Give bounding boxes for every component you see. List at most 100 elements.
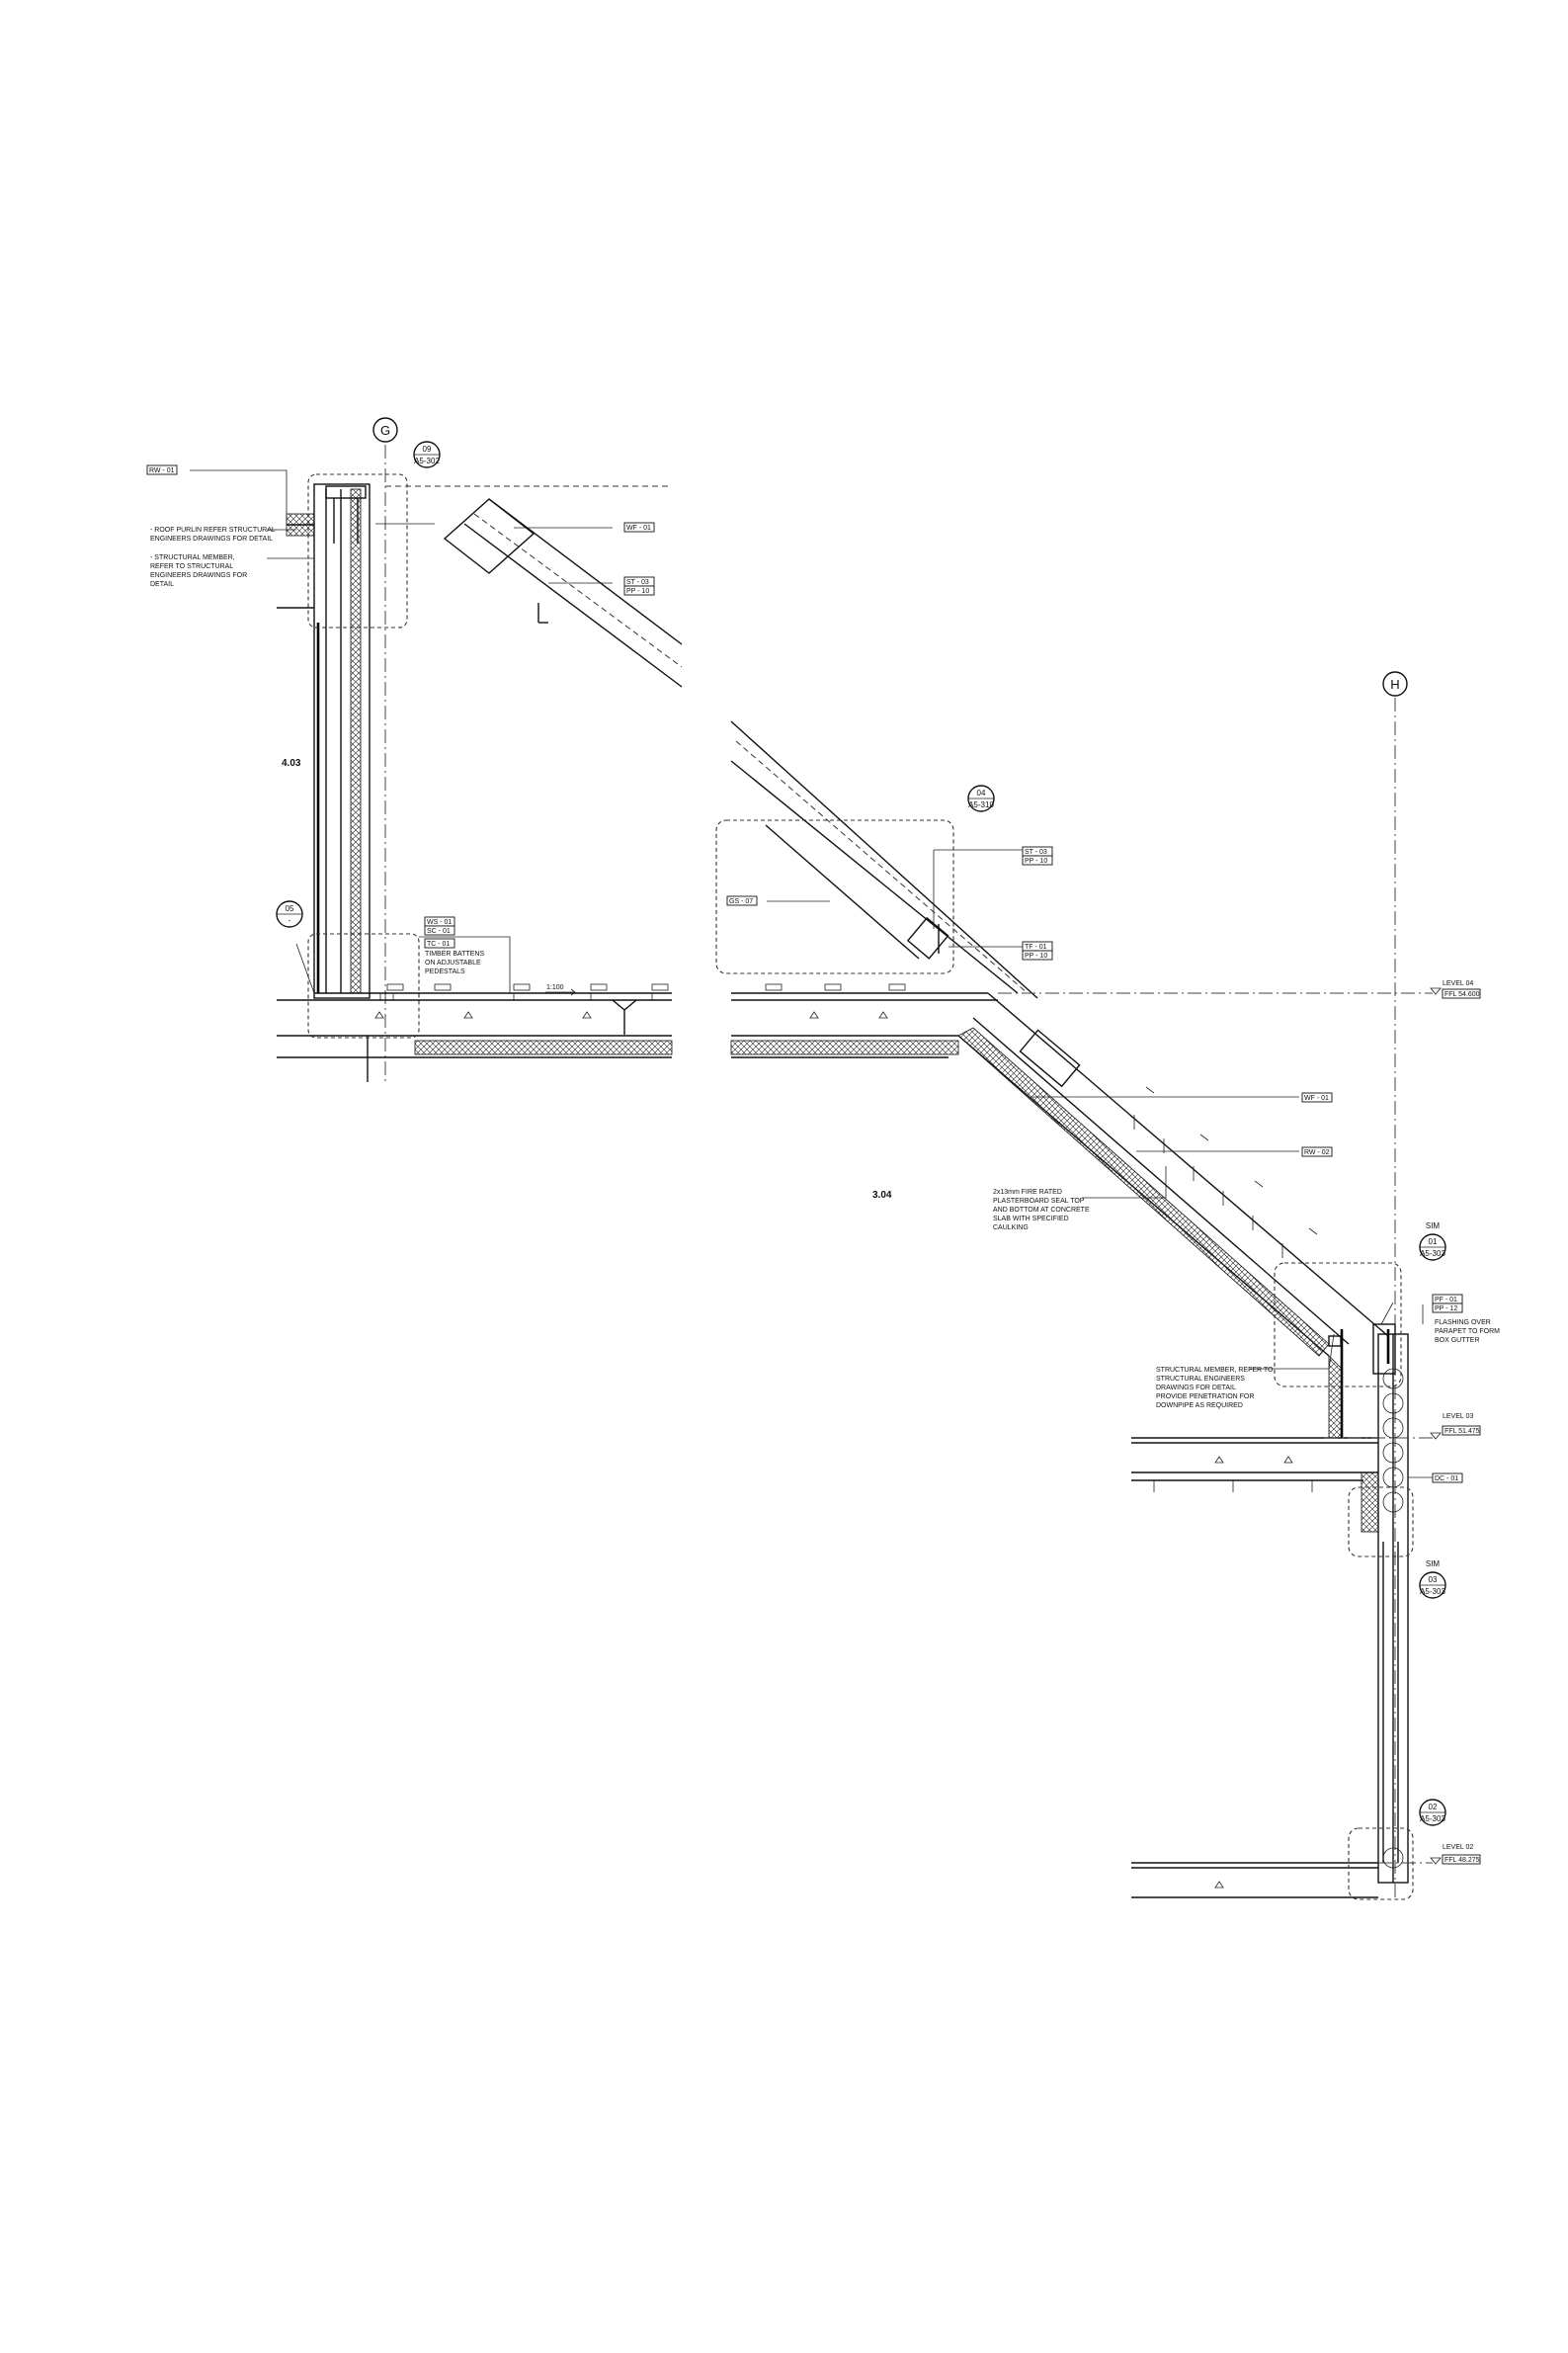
callout-01-prefix: SIM	[1426, 1221, 1441, 1230]
callout-09-number: 09	[423, 445, 432, 454]
tag-ws01[interactable]: WS - 01	[424, 916, 455, 927]
note-structural1-line1: - STRUCTURAL MEMBER,	[150, 554, 235, 561]
note-fall: 1:100	[545, 984, 577, 996]
note-purlin-line1: - ROOF PURLIN REFER STRUCTURAL	[150, 527, 276, 534]
note-structural1-line4: DETAIL	[150, 581, 174, 588]
tag-tf01-text: TF - 01	[1025, 944, 1047, 951]
level-marker-03: LEVEL 03 FFL 51.475	[1430, 1413, 1481, 1440]
leader-lines-right	[767, 849, 1433, 1478]
callout-01-sheet: A5-303	[1420, 1249, 1445, 1258]
callout-02-sheet: A5-303	[1420, 1814, 1445, 1823]
floor-slab-level02	[1131, 1862, 1378, 1898]
callout-03[interactable]: SIM 03 A5-303	[1419, 1559, 1446, 1599]
tag-pp10a-text: PP - 10	[626, 588, 649, 595]
tag-rw01-text: RW - 01	[149, 467, 175, 474]
tag-ws01-text: WS - 01	[427, 919, 452, 926]
grid-bubble-h: H	[1382, 671, 1408, 697]
note-battens-line2: ON ADJUSTABLE	[425, 960, 481, 966]
tag-pf01[interactable]: PF - 01	[1432, 1294, 1463, 1304]
callout-05-number: 05	[286, 904, 294, 913]
note-structural1-line3: ENGINEERS DRAWINGS FOR	[150, 572, 247, 579]
tag-wf01b-text: WF - 01	[1304, 1095, 1329, 1102]
note-structural2-line1: STRUCTURAL MEMBER, REFER TO	[1156, 1367, 1274, 1374]
callout-05[interactable]: 05 -	[276, 900, 303, 928]
room-label-403: 4.03	[282, 758, 301, 769]
tag-pp10b-text: PP - 10	[1025, 858, 1047, 865]
level-03-ffl: FFL 51.475	[1444, 1428, 1480, 1435]
note-battens-line3: PEDESTALS	[425, 968, 465, 975]
note-plasterboard: 2x13mm FIRE RATED PLASTERBOARD SEAL TOP …	[993, 1189, 1090, 1231]
tag-wf01-text: WF - 01	[626, 525, 651, 532]
right-wall	[1377, 1333, 1409, 1884]
note-flashing-line2: PARAPET TO FORM	[1435, 1328, 1500, 1335]
tag-pp10c[interactable]: PP - 10	[1022, 950, 1053, 961]
tag-pp10a[interactable]: PP - 10	[623, 585, 655, 596]
note-flashing: FLASHING OVER PARAPET TO FORM BOX GUTTER	[1435, 1319, 1500, 1344]
wall-assembly	[313, 483, 371, 999]
tag-dc01[interactable]: DC - 01	[1432, 1472, 1463, 1483]
tag-rw02-text: RW - 02	[1304, 1149, 1330, 1156]
tag-tc01[interactable]: TC - 01	[424, 938, 455, 949]
level-03-name: LEVEL 03	[1443, 1413, 1473, 1420]
note-battens-line1: TIMBER BATTENS	[425, 951, 484, 958]
note-timber-battens: TIMBER BATTENS ON ADJUSTABLE PEDESTALS	[425, 951, 484, 975]
tag-wf01[interactable]: WF - 01	[623, 522, 655, 533]
callout-09[interactable]: 09 A5-302	[413, 441, 441, 468]
callout-04[interactable]: 04 A5-310	[967, 785, 995, 812]
note-structural2-line3: DRAWINGS FOR DETAIL	[1156, 1385, 1236, 1391]
tag-rw01[interactable]: RW - 01	[146, 464, 178, 475]
tag-pp10b[interactable]: PP - 10	[1022, 855, 1053, 866]
leader-lines-left	[190, 469, 613, 994]
detail-boundary-04	[715, 819, 954, 974]
tag-wf01b[interactable]: WF - 01	[1301, 1092, 1333, 1103]
callout-03-number: 03	[1429, 1575, 1438, 1584]
note-flashing-line1: FLASHING OVER	[1435, 1319, 1491, 1326]
tag-pp12[interactable]: PP - 12	[1432, 1303, 1463, 1313]
tag-st03b[interactable]: ST - 03	[1022, 846, 1053, 857]
callout-02-number: 02	[1429, 1803, 1438, 1811]
tag-pp10c-text: PP - 10	[1025, 953, 1047, 960]
floor-slab-left	[277, 983, 673, 1082]
level-marker-04: LEVEL 04 FFL 54.600	[1430, 980, 1481, 999]
callout-01[interactable]: SIM 01 A5-303	[1419, 1221, 1446, 1261]
callout-05-sheet: -	[289, 916, 291, 925]
level-04-name: LEVEL 04	[1443, 980, 1473, 987]
tag-st03b-text: ST - 03	[1025, 849, 1047, 856]
grid-bubble-g: G	[372, 417, 398, 443]
tag-tc01-text: TC - 01	[427, 941, 450, 948]
note-roof-purlin: - ROOF PURLIN REFER STRUCTURAL ENGINEERS…	[150, 527, 276, 543]
note-plasterboard-line2: PLASTERBOARD SEAL TOP	[993, 1198, 1085, 1205]
callout-03-prefix: SIM	[1426, 1559, 1441, 1568]
note-structural-member-2: STRUCTURAL MEMBER, REFER TO STRUCTURAL E…	[1156, 1367, 1274, 1409]
tag-gs07-text: GS - 07	[729, 898, 753, 905]
level-marker-02: LEVEL 02 FFL 48.275	[1430, 1844, 1481, 1865]
tag-st03[interactable]: ST - 03	[623, 576, 655, 587]
detail-boundary-02	[1348, 1827, 1414, 1900]
sloped-roof-upper	[443, 498, 683, 688]
note-structural2-line5: DOWNPIPE AS REQUIRED	[1156, 1402, 1243, 1409]
tag-sc01[interactable]: SC - 01	[424, 925, 455, 936]
note-structural1-line2: REFER TO STRUCTURAL	[150, 563, 233, 570]
callout-02[interactable]: 02 A5-303	[1419, 1799, 1446, 1826]
note-plasterboard-line3: AND BOTTOM AT CONCRETE	[993, 1207, 1090, 1214]
left-detail	[190, 445, 683, 1082]
tag-pp12-text: PP - 12	[1435, 1305, 1457, 1312]
tag-tf01[interactable]: TF - 01	[1022, 941, 1053, 952]
note-plasterboard-line4: SLAB WITH SPECIFIED	[993, 1216, 1069, 1222]
right-detail	[715, 698, 1433, 1900]
grid-g-label: G	[380, 423, 390, 438]
tag-rw02[interactable]: RW - 02	[1301, 1146, 1333, 1157]
tag-gs07[interactable]: GS - 07	[726, 895, 758, 906]
note-plasterboard-line5: CAULKING	[993, 1224, 1029, 1231]
sloped-roof-main	[730, 720, 1389, 1357]
callout-01-number: 01	[1429, 1237, 1438, 1246]
callout-04-number: 04	[977, 789, 986, 798]
note-fall-text: 1:100	[546, 984, 564, 991]
note-flashing-line3: BOX GUTTER	[1435, 1337, 1480, 1344]
detail-boundary-09	[307, 473, 408, 629]
level-02-name: LEVEL 02	[1443, 1844, 1473, 1851]
floor-slab-level04	[730, 983, 998, 1058]
box-gutter-parapet	[1328, 1323, 1396, 1439]
tag-st03-text: ST - 03	[626, 579, 649, 586]
